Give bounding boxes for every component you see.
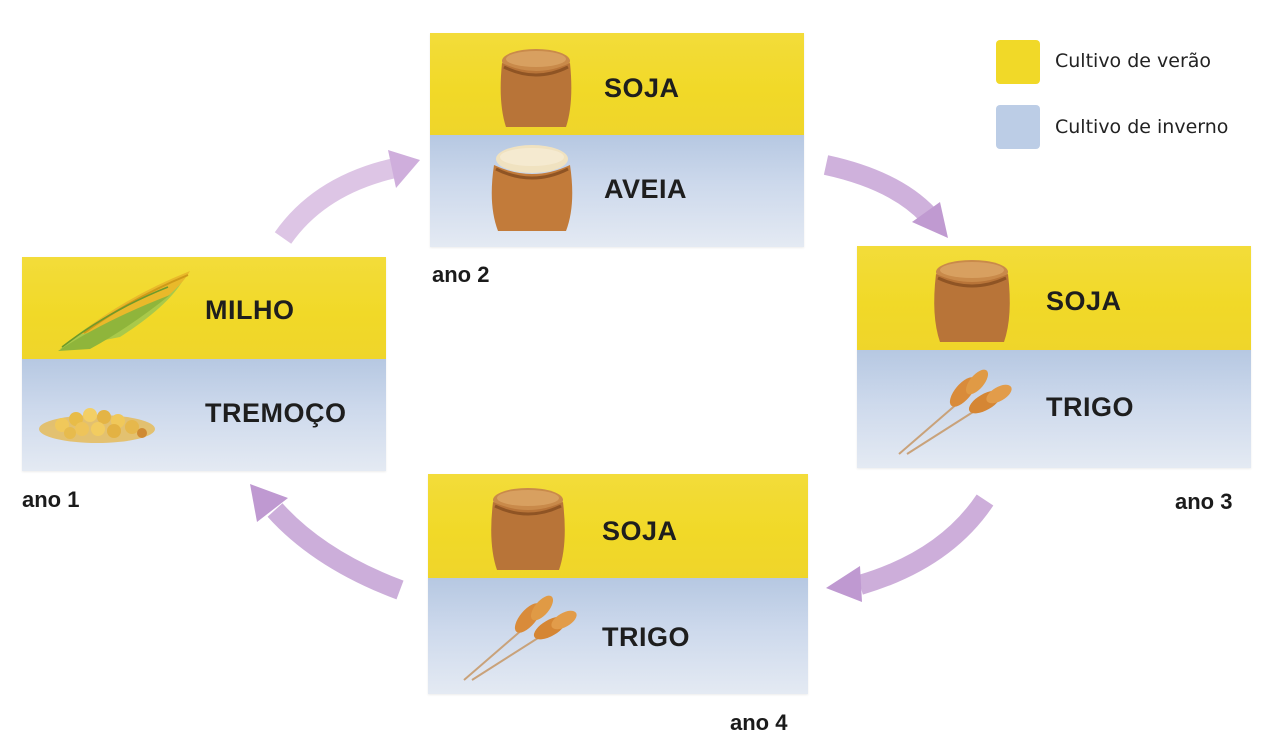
winter-band: AVEIA <box>430 135 804 247</box>
summer-band: SOJA <box>857 246 1251 350</box>
legend-swatch-summer <box>996 40 1040 84</box>
winter-crop-label: AVEIA <box>604 174 688 204</box>
summer-crop-label: SOJA <box>602 516 678 546</box>
winter-crop-label: TRIGO <box>602 622 690 652</box>
year-4-label: ano 4 <box>730 710 788 735</box>
winter-crop-label: TREMOÇO <box>205 398 347 428</box>
year-1-label: ano 1 <box>22 487 80 512</box>
year-3-card: SOJA TRIGO <box>857 246 1251 468</box>
soy-sack-icon <box>500 49 572 127</box>
summer-crop-label: SOJA <box>604 73 680 103</box>
year-3-label: ano 3 <box>1175 489 1233 514</box>
summer-crop-label: SOJA <box>1046 286 1122 316</box>
year-1-card: MILHO TREMOÇO <box>22 257 386 471</box>
lupin-seeds-icon <box>39 408 155 443</box>
wheat-icon <box>463 595 577 681</box>
arrow-year1-to-year2 <box>274 150 420 244</box>
oat-sack-icon <box>491 145 573 231</box>
arrow-year4-to-year1 <box>250 484 404 600</box>
legend-label-winter: Cultivo de inverno <box>1055 116 1229 138</box>
soy-sack-icon <box>491 488 565 570</box>
winter-crop-label: TRIGO <box>1046 392 1134 422</box>
winter-band: TRIGO <box>428 578 808 694</box>
legend-label-summer: Cultivo de verão <box>1055 50 1212 72</box>
winter-band: TREMOÇO <box>22 359 386 471</box>
corn-icon <box>58 271 190 351</box>
summer-crop-label: MILHO <box>205 295 295 325</box>
summer-band: SOJA <box>428 474 808 578</box>
wheat-icon <box>898 369 1012 455</box>
legend-swatch-winter <box>996 105 1040 149</box>
year-4-card: SOJA TRIGO <box>428 474 808 694</box>
winter-band: TRIGO <box>857 350 1251 468</box>
soy-sack-icon <box>934 260 1010 342</box>
summer-band: SOJA <box>430 33 804 135</box>
arrow-year2-to-year3 <box>823 155 948 238</box>
year-2-card: SOJA AVEIA <box>430 33 804 247</box>
summer-band: MILHO <box>22 257 386 359</box>
arrow-year3-to-year4 <box>826 494 994 602</box>
year-2-label: ano 2 <box>432 262 490 287</box>
